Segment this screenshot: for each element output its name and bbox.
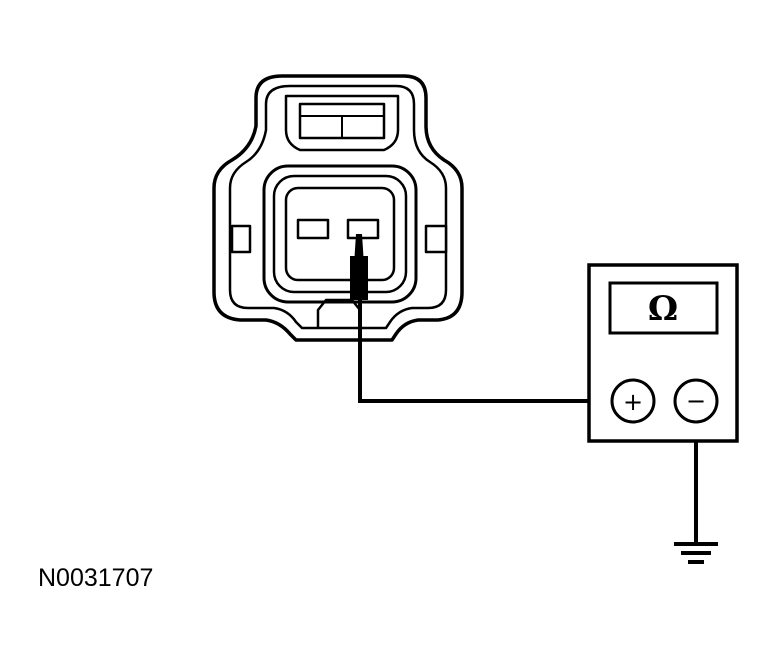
terminal-pin-1 (296, 218, 330, 240)
locking-tab (284, 94, 400, 152)
right-latch (424, 224, 448, 254)
negative-terminal-label: − (686, 387, 706, 415)
connector-housing-inner (228, 84, 448, 330)
test-probe (350, 234, 368, 300)
terminal-cavity-outer (262, 164, 418, 304)
figure-id: N0031707 (38, 564, 154, 592)
left-latch (230, 224, 252, 254)
positive-lead-wire (358, 298, 612, 403)
ohmmeter: Ω + − (587, 263, 739, 443)
ohmmeter-display (608, 281, 719, 335)
connector (212, 74, 464, 342)
connector-housing-outer (212, 74, 464, 342)
probe-body (350, 256, 368, 300)
ohm-symbol: Ω (648, 289, 678, 329)
negative-terminal (673, 378, 719, 424)
ground-icon (674, 542, 718, 564)
positive-terminal-label: + (623, 388, 643, 416)
terminal-cavity-inner (284, 186, 396, 282)
terminal-pin-2 (346, 218, 380, 240)
positive-terminal (610, 378, 656, 424)
terminal-cavity-mid (272, 174, 408, 294)
